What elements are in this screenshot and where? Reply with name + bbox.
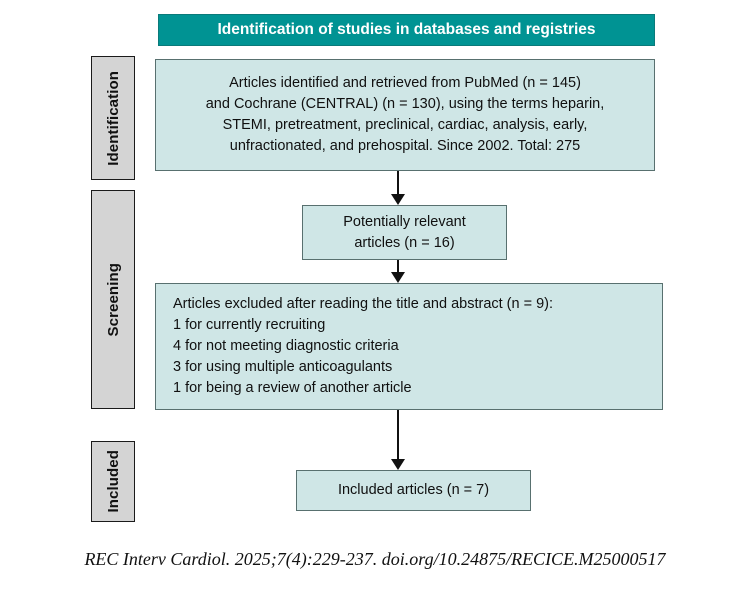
arrow-down-icon-1	[391, 171, 405, 205]
stage-label-identification-text: Identification	[104, 70, 122, 166]
arrow-shaft	[397, 410, 399, 460]
arrow-head	[391, 194, 405, 205]
arrow-shaft	[397, 260, 399, 273]
diagram-title: Identification of studies in databases a…	[217, 21, 596, 38]
stage-label-screening: Screening	[91, 190, 135, 409]
box-records-identified-line-4: unfractionated, and prehospital. Since 2…	[229, 138, 581, 154]
stage-label-included-text: Included	[104, 450, 122, 513]
box-records-identified-line-1: Articles identified and retrieved from P…	[229, 75, 581, 91]
box-articles-excluded-line-5: 1 for being a review of another article	[173, 380, 412, 396]
box-articles-excluded: Articles excluded after reading the titl…	[155, 283, 663, 410]
box-articles-excluded-line-1: Articles excluded after reading the titl…	[173, 296, 554, 312]
box-records-identified: Articles identified and retrieved from P…	[155, 59, 655, 171]
box-records-identified-line-2: and Cochrane (CENTRAL) (n = 130), using …	[205, 96, 605, 112]
stage-label-screening-text: Screening	[104, 262, 122, 337]
stage-label-included: Included	[91, 441, 135, 522]
box-articles-excluded-line-3: 4 for not meeting diagnostic criteria	[173, 338, 399, 354]
arrow-down-icon-2	[391, 260, 405, 283]
arrow-down-icon-3	[391, 410, 405, 470]
box-potentially-relevant: Potentially relevant articles (n = 16)	[302, 205, 507, 260]
box-potentially-relevant-line-1: Potentially relevant	[343, 213, 466, 230]
arrow-head	[391, 272, 405, 283]
box-articles-excluded-line-2: 1 for currently recruiting	[173, 317, 326, 333]
arrow-shaft	[397, 171, 399, 195]
box-included-articles: Included articles (n = 7)	[296, 470, 531, 511]
citation-text: REC Interv Cardiol. 2025;7(4):229-237. d…	[84, 549, 666, 569]
stage-label-identification: Identification	[91, 56, 135, 180]
box-articles-excluded-line-4: 3 for using multiple anticoagulants	[173, 359, 393, 375]
diagram-header-banner: Identification of studies in databases a…	[158, 14, 655, 46]
arrow-head	[391, 459, 405, 470]
box-included-articles-line-1: Included articles (n = 7)	[337, 482, 490, 498]
box-records-identified-line-3: STEMI, pretreatment, preclinical, cardia…	[222, 117, 588, 133]
box-potentially-relevant-line-2: articles (n = 16)	[354, 234, 455, 251]
